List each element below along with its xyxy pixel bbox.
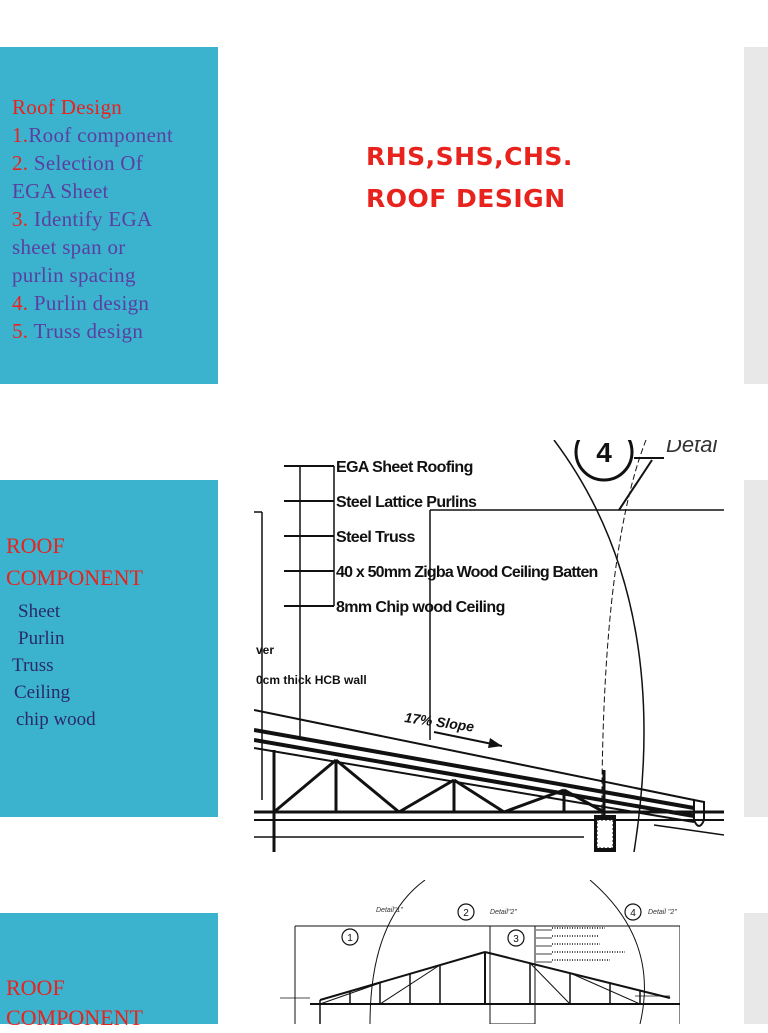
- wall-label: ver: [256, 643, 274, 657]
- outline-heading: Roof Design: [12, 95, 123, 119]
- grid-marker-4: [624, 903, 642, 921]
- outline-item: 3. Identify EGA: [12, 207, 153, 231]
- grid-marker-1: [341, 928, 359, 946]
- outline-item: EGA Sheet: [12, 179, 109, 203]
- detail-marker-number: 4: [596, 440, 612, 468]
- grid-marker-3-label: 3: [513, 934, 519, 945]
- slide1-outline: Roof Design 1.Roof component 2. Selectio…: [12, 93, 173, 345]
- roof-section-drawing: 4 Detai EGA Sheet Roofing Steel Lattice …: [254, 440, 724, 852]
- slide2-panel: [0, 480, 218, 817]
- slide2-heading: ROOF: [6, 533, 65, 558]
- slide3-heading-line: COMPONENT: [6, 1005, 143, 1030]
- title-line: ROOF DESIGN: [366, 184, 566, 213]
- title-line: RHS,SHS,CHS.: [366, 142, 573, 171]
- roof-elevation-drawing: 1 2 3 4 Detail"1" Detail"2" Detail "2": [280, 880, 680, 1024]
- slide2-heading: COMPONENT: [6, 565, 143, 590]
- drawing-label: Steel Lattice Purlins: [336, 494, 477, 511]
- slide1-title: RHS,SHS,CHS. ROOF DESIGN: [366, 136, 573, 220]
- drawing-label: 8mm Chip wood Ceiling: [336, 599, 505, 616]
- outline-item: 2. Selection Of: [12, 151, 144, 175]
- grid-marker-1-label: 1: [347, 933, 353, 944]
- detail-text: Detai: [666, 440, 718, 457]
- detail-marker-circle: [574, 440, 634, 482]
- drawing-label: EGA Sheet Roofing: [336, 459, 473, 476]
- grid-marker-2: [457, 903, 475, 921]
- slide3-heading: ROOF COMPONENT: [6, 973, 143, 1033]
- drawing-label: 40 x 50mm Zigba Wood Ceiling Batten: [336, 564, 598, 581]
- slide1-panel: [0, 47, 218, 384]
- slide2-side-strip: [744, 480, 768, 817]
- slide2-components: ROOF COMPONENT Sheet Purlin Truss Ceilin…: [6, 530, 143, 733]
- grid-marker-3: [507, 929, 525, 947]
- outline-item: sheet span or: [12, 235, 126, 259]
- slide3-side-strip: [744, 913, 768, 1024]
- detail-text: Detail"1": [376, 907, 403, 914]
- outline-item: purlin spacing: [12, 263, 136, 287]
- component-item: Truss: [12, 655, 54, 676]
- slide3-panel: [0, 913, 218, 1024]
- drawing-label: Steel Truss: [336, 529, 415, 546]
- grid-marker-2-label: 2: [463, 908, 469, 919]
- component-item: chip wood: [16, 709, 96, 730]
- slide3-heading-line: ROOF: [6, 975, 65, 1000]
- detail-text: Detail"2": [490, 909, 517, 916]
- wall-label: 0cm thick HCB wall: [256, 673, 367, 687]
- detail-text: Detail "2": [648, 909, 677, 916]
- grid-marker-4-label: 4: [630, 908, 636, 919]
- outline-item: 4. Purlin design: [12, 291, 150, 315]
- slope-label: 17% Slope: [404, 709, 476, 735]
- outline-item: 1.Roof component: [12, 123, 174, 147]
- slide1-side-strip: [744, 47, 768, 384]
- component-item: Sheet: [18, 601, 61, 622]
- component-item: Purlin: [18, 628, 65, 649]
- component-item: Ceiling: [14, 682, 70, 703]
- outline-item: 5. Truss design: [12, 319, 144, 343]
